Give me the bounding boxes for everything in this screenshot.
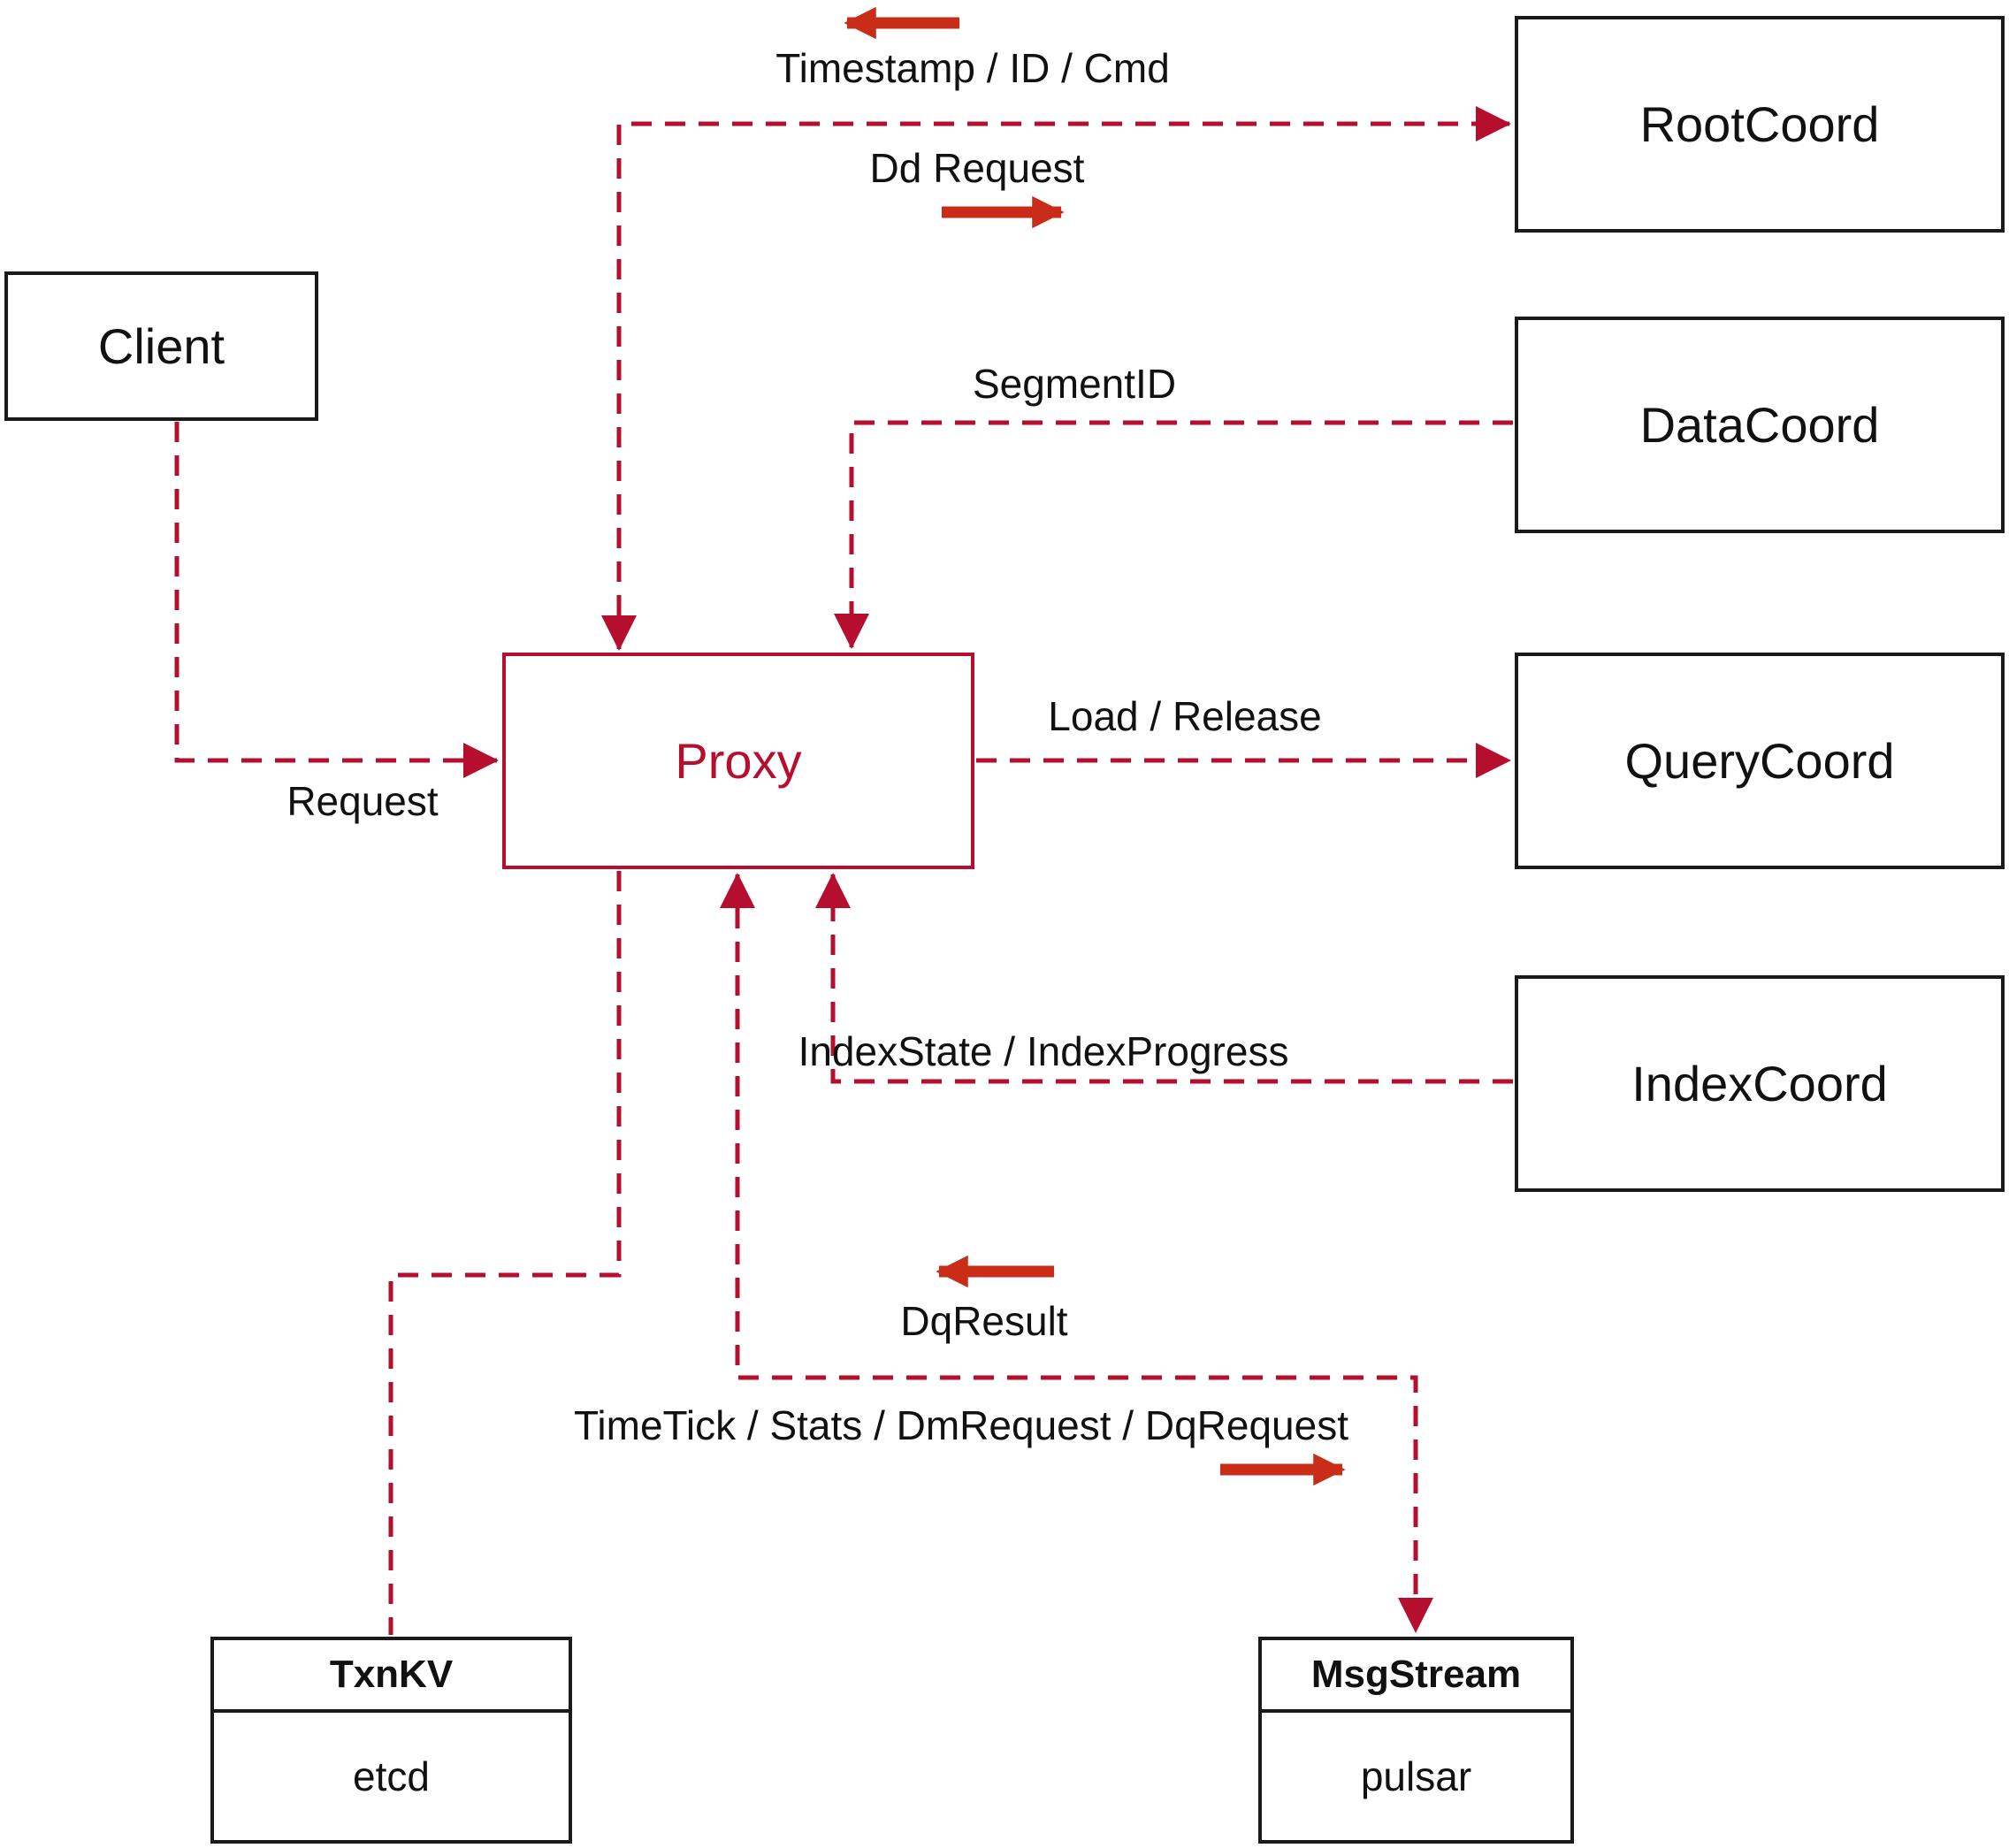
edge-label-dq-result: DqResult: [900, 1298, 1068, 1344]
edge-label-dd-request: Dd Request: [869, 145, 1085, 191]
txnkv-node-title: TxnKV: [214, 1640, 569, 1713]
msgstream-node-subtitle: pulsar: [1360, 1753, 1472, 1799]
edge-label-request: Request: [286, 778, 439, 824]
edge-proxy-txnkv: [388, 871, 622, 1635]
client-node: Client: [4, 271, 318, 421]
edge-label-load-release: Load / Release: [1048, 693, 1322, 739]
edge-label-time-tick: TimeTick / Stats / DmRequest / DqRequest: [574, 1402, 1348, 1448]
edge-label-segment-id: SegmentID: [972, 361, 1177, 407]
indexcoord-node-label: IndexCoord: [1631, 1056, 1888, 1111]
rootcoord-node: RootCoord: [1515, 16, 2005, 233]
edge-proxy-msgstream: [720, 873, 1433, 1633]
txnkv-node-subtitle: etcd: [353, 1753, 430, 1799]
proxy-node: Proxy: [502, 653, 974, 869]
querycoord-node-label: QueryCoord: [1624, 733, 1895, 789]
indexcoord-node: IndexCoord: [1515, 975, 2005, 1192]
proxy-node-label: Proxy: [675, 733, 802, 789]
edge-datacoord-proxy: [834, 420, 1513, 649]
datacoord-node-label: DataCoord: [1639, 397, 1880, 453]
edge-client-proxy: [174, 422, 499, 778]
edge-proxy-rootcoord: [601, 106, 1511, 651]
edge-label-timestamp: Timestamp / ID / Cmd: [775, 45, 1170, 91]
msgstream-node: MsgStream pulsar: [1258, 1637, 1574, 1844]
client-node-label: Client: [97, 318, 225, 374]
edge-label-index-state: IndexState / IndexProgress: [798, 1028, 1289, 1074]
txnkv-node: TxnKV etcd: [210, 1637, 572, 1844]
rootcoord-node-label: RootCoord: [1639, 96, 1880, 152]
querycoord-node: QueryCoord: [1515, 653, 2005, 869]
msgstream-node-title: MsgStream: [1262, 1640, 1570, 1713]
datacoord-node: DataCoord: [1515, 317, 2005, 533]
